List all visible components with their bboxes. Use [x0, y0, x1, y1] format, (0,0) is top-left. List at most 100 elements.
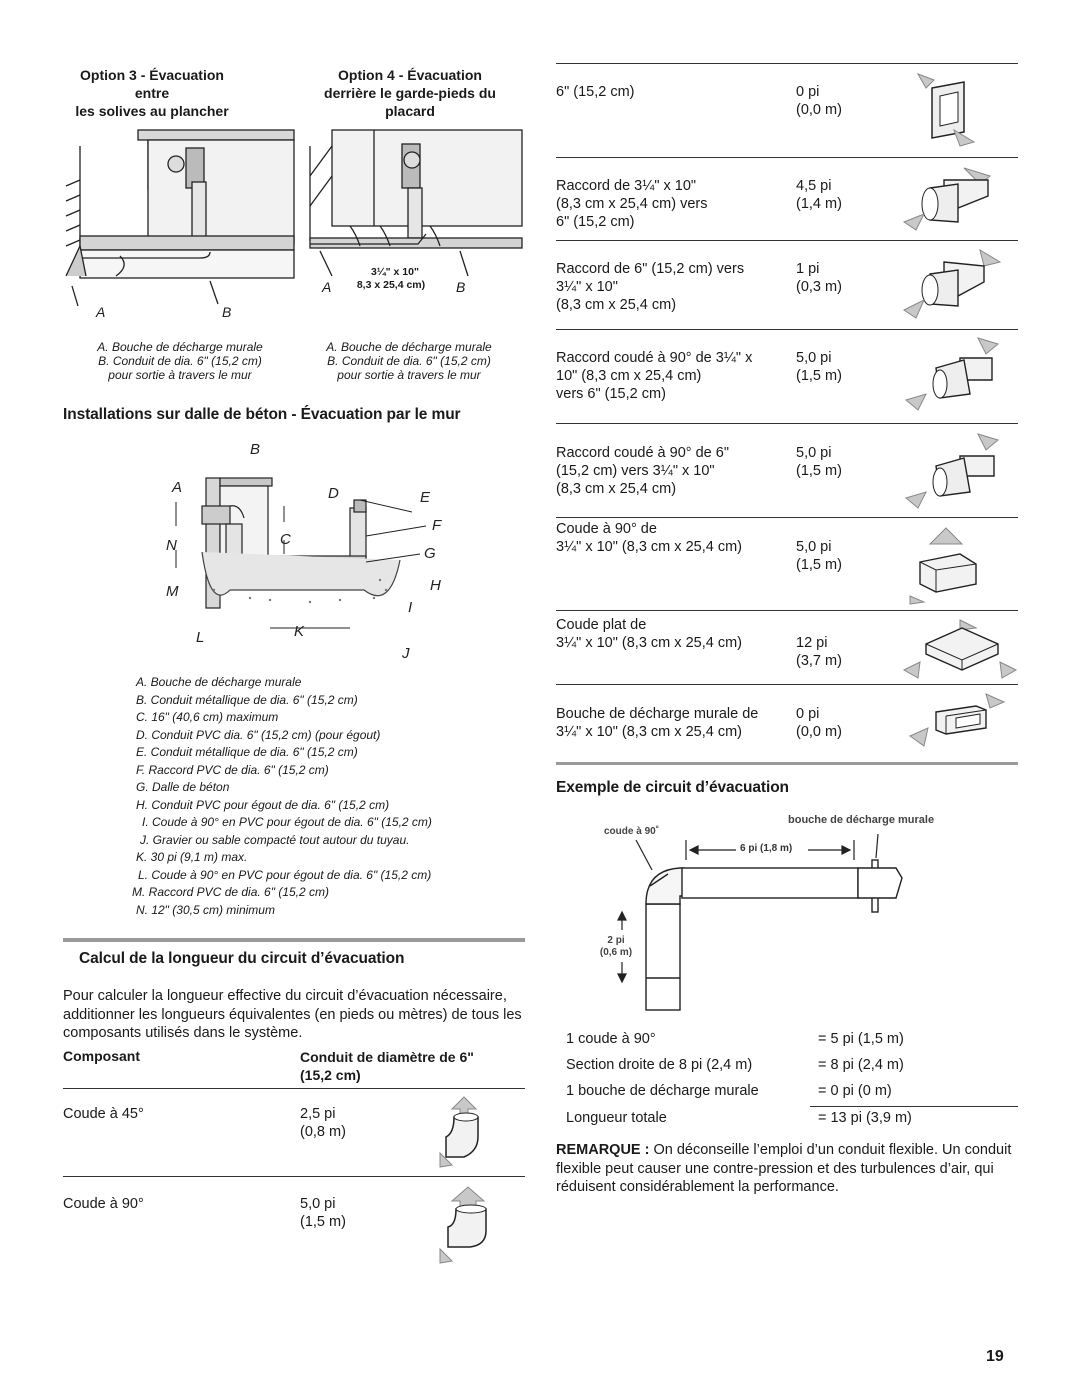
- right-row-name: Raccord coudé à 90° de 6" (15,2 cm) vers…: [556, 445, 729, 497]
- slab-legend-item: J. Gravier ou sable compacté tout autour…: [140, 832, 410, 847]
- slab-label-c: C: [280, 531, 291, 548]
- slab-legend-item: F. Raccord PVC de dia. 6" (15,2 cm): [136, 762, 329, 777]
- option4-legend-a: A. Bouche de décharge murale: [326, 340, 492, 354]
- right-top-rule: [556, 63, 1018, 64]
- example-total-rule: [810, 1106, 1018, 1107]
- right-row-name: Raccord coudé à 90° de 3¼" x 10" (8,3 cm…: [556, 350, 753, 402]
- slab-legend-item: C. 16" (40,6 cm) maximum: [136, 710, 279, 724]
- rect-to-round-elbow-icon: [904, 337, 1000, 411]
- right-row-name: Coude à 90° de 3¼" x 10" (8,3 cm x 25,4 …: [556, 521, 742, 555]
- right-row-rule: [556, 240, 1018, 241]
- option4-legend-b1: B. Conduit de dia. 6" (15,2 cm): [327, 354, 491, 368]
- opt3-label-a: A: [95, 304, 105, 320]
- slab-legend-item: I. Coude à 90° en PVC pour égout de dia.…: [142, 815, 432, 829]
- elbow-45-icon: [439, 1096, 479, 1168]
- right-row-value: 0 pi (0,0 m): [796, 706, 842, 740]
- slab-legend-item: K. 30 pi (9,1 m) max.: [136, 850, 248, 864]
- remark-text: On déconseille l’emploi d’un conduit fle…: [556, 1142, 1012, 1195]
- remark-label: REMARQUE :: [556, 1142, 650, 1158]
- right-row-rule: [556, 610, 1018, 611]
- example-height-line1: 2 pi: [607, 935, 625, 946]
- right-row-value: 5,0 pi (1,5 m): [796, 445, 842, 479]
- example-heading: Exemple de circuit d’évacuation: [556, 779, 789, 796]
- slab-legend-item: B. Conduit métallique de dia. 6" (15,2 c…: [136, 692, 358, 707]
- right-row-name: Raccord de 6" (15,2 cm) vers 3¼" x 10" (…: [556, 261, 745, 313]
- option3-legend-b1: B. Conduit de dia. 6" (15,2 cm): [98, 354, 262, 368]
- rect-to-round-transition-icon: [902, 167, 992, 231]
- right-row-value: 0 pi (0,0 m): [796, 84, 842, 118]
- slab-label-a: A: [171, 479, 182, 496]
- calc-text: Pour calculer la longueur effective du c…: [63, 988, 522, 1041]
- right-bottom-rule: [556, 762, 1018, 765]
- calc-row-name: Coude à 90°: [63, 1196, 144, 1212]
- slab-label-g: G: [424, 545, 436, 562]
- option4-figure: [309, 129, 523, 277]
- calc-col-header-2a: Conduit de diamètre de 6": [300, 1049, 474, 1065]
- slab-heading: Installations sur dalle de béton - Évacu…: [63, 406, 461, 423]
- right-row-value: 4,5 pi (1,4 m): [796, 178, 842, 212]
- option4-line2: derrière le garde-pieds du: [324, 85, 496, 101]
- opt4-dim1: 3¼" x 10": [371, 266, 419, 278]
- option3-legend-a: A. Bouche de décharge murale: [97, 340, 263, 354]
- right-row-name: Raccord de 3¼" x 10" (8,3 cm x 25,4 cm) …: [556, 178, 708, 230]
- opt4-label-b: B: [456, 279, 466, 295]
- example-row-value: = 5 pi (1,5 m): [818, 1031, 904, 1047]
- slab-label-b: B: [250, 441, 260, 458]
- example-elbow-label: coude à 90˚: [604, 826, 660, 837]
- right-row-name: 6" (15,2 cm): [556, 84, 635, 100]
- slab-legend-item: D. Conduit PVC dia. 6" (15,2 cm) (pour é…: [136, 727, 381, 742]
- slab-legend-item: A. Bouche de décharge murale: [136, 675, 302, 689]
- slab-legend: A. Bouche de décharge murale B. Conduit …: [132, 674, 512, 919]
- opt3-label-b: B: [222, 304, 231, 320]
- slab-legend-item: H. Conduit PVC pour égout de dia. 6" (15…: [136, 797, 390, 812]
- option3-legend: A. Bouche de décharge murale B. Conduit …: [60, 340, 300, 382]
- slab-legend-item: E. Conduit métallique de dia. 6" (15,2 c…: [136, 745, 358, 759]
- option4-legend: A. Bouche de décharge murale B. Conduit …: [298, 340, 520, 382]
- calc-row-value: 2,5 pi (0,8 m): [300, 1106, 346, 1140]
- slab-label-i: I: [408, 599, 412, 616]
- slab-diagram: A B C D E F G H I J K L M N: [166, 441, 442, 662]
- option3-legend-b2: pour sortie à travers le mur: [108, 368, 252, 382]
- example-height-label: 2 pi (0,6 m): [596, 935, 636, 959]
- calc-row-value: 5,0 pi (1,5 m): [300, 1196, 346, 1230]
- opt4-label-a: A: [322, 279, 332, 295]
- slab-label-l: L: [196, 629, 204, 646]
- right-row-value: 1 pi (0,3 m): [796, 261, 842, 295]
- slab-label-n: N: [166, 537, 177, 554]
- right-row-value: 5,0 pi (1,5 m): [796, 350, 842, 384]
- option3-line1: Option 3 - Évacuation entre: [80, 67, 224, 101]
- calc-row-name: Coude à 45°: [63, 1106, 144, 1122]
- slab-label-h: H: [430, 577, 441, 594]
- slab-label-m: M: [166, 583, 179, 600]
- rect-wall-cap-icon: [908, 693, 1006, 747]
- elbow-90-icon: [439, 1186, 487, 1264]
- flat-elbow-icon: [902, 619, 1018, 679]
- slab-label-k: K: [294, 623, 305, 640]
- right-row-name: Coude plat de 3¼" x 10" (8,3 cm x 25,4 c…: [556, 617, 742, 651]
- option4-caption: Option 4 - Évacuation derrière le garde-…: [300, 66, 520, 120]
- right-row-name: Bouche de décharge murale de 3¼" x 10" (…: [556, 706, 759, 740]
- right-row-rule: [556, 423, 1018, 424]
- example-cap-label: bouche de décharge murale: [788, 814, 935, 826]
- example-row-value: = 13 pi (3,9 m): [818, 1110, 912, 1126]
- option3-caption: Option 3 - Évacuation entre les solives …: [62, 66, 242, 120]
- slab-legend-item: G. Dalle de béton: [136, 780, 230, 794]
- calc-header-rule: [63, 1088, 525, 1089]
- rect-elbow-90-icon: [909, 527, 977, 605]
- calc-col-header-2b: (15,2 cm): [300, 1067, 361, 1083]
- right-row-value: 12 pi (3,7 m): [796, 635, 842, 669]
- round-to-rect-transition-icon: [903, 248, 1002, 319]
- option3-line2: les solives au plancher: [75, 103, 229, 119]
- example-height-line2: (0,6 m): [599, 947, 633, 958]
- right-row-value: 5,0 pi (1,5 m): [796, 539, 842, 573]
- slab-label-d: D: [328, 485, 339, 502]
- right-row-rule: [556, 684, 1018, 685]
- calc-rule: [63, 938, 525, 942]
- example-row-value: = 8 pi (2,4 m): [818, 1057, 904, 1073]
- example-length-label: 6 pi (1,8 m): [740, 843, 793, 854]
- slab-legend-item: N. 12" (30,5 cm) minimum: [136, 902, 275, 917]
- slab-label-f: F: [432, 517, 442, 534]
- right-row-rule: [556, 517, 1018, 518]
- slab-label-j: J: [401, 645, 410, 662]
- slab-legend-item: L. Coude à 90° en PVC pour égout de dia.…: [138, 867, 432, 882]
